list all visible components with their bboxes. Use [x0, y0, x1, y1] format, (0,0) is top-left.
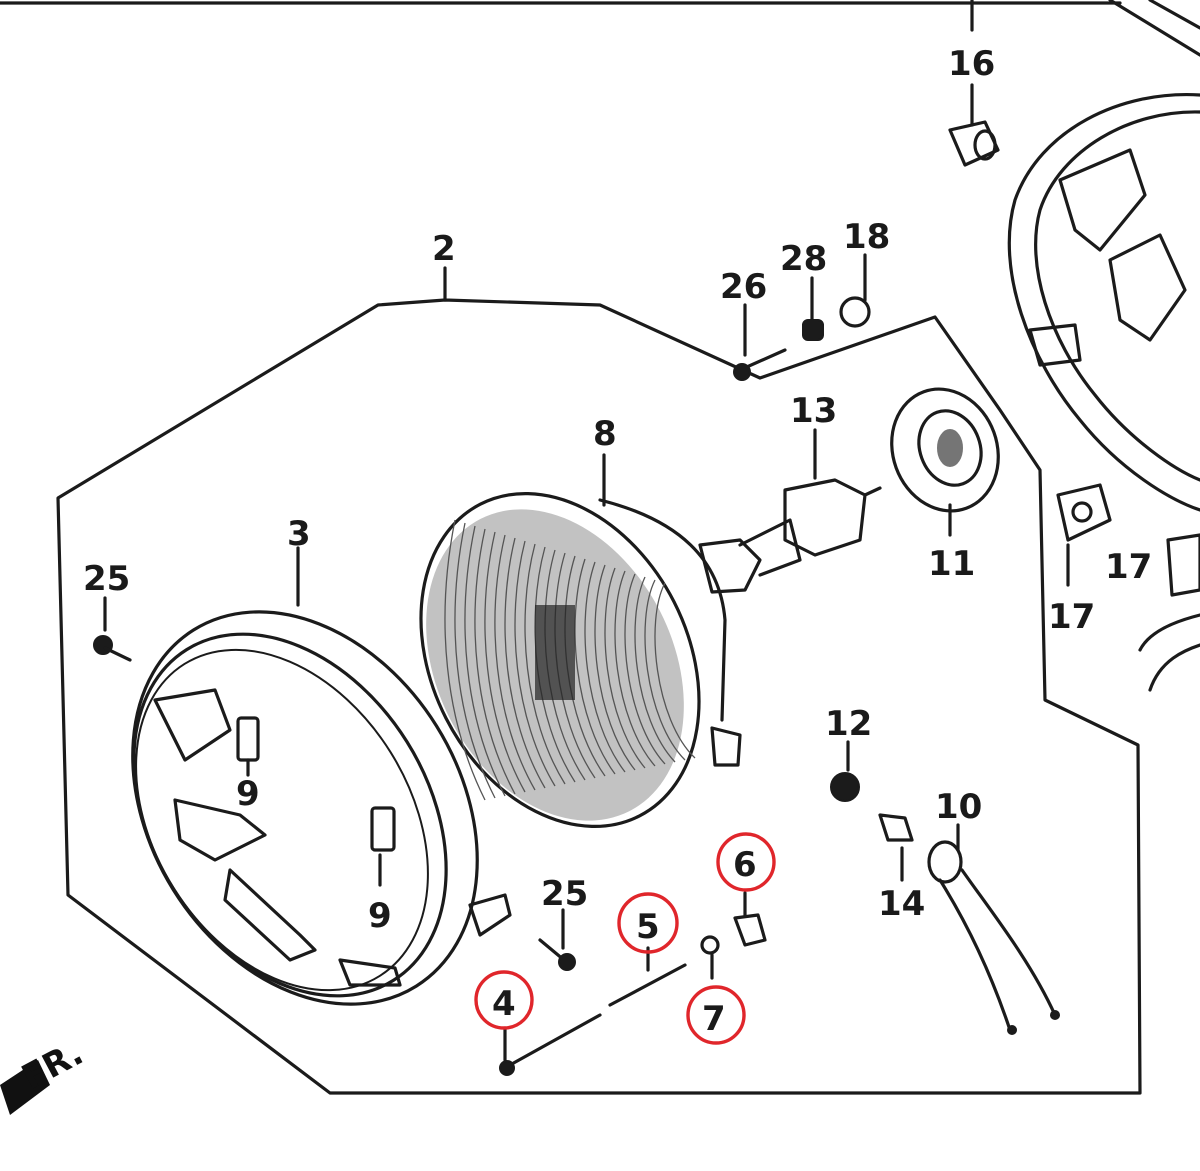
callout-2: 2 [432, 229, 456, 269]
lens-hatch-line [514, 540, 556, 787]
lens-hatch-line [504, 537, 546, 789]
position-bulb-14 [878, 813, 914, 882]
lens-hatch-line [584, 561, 626, 773]
grommets-17 [1056, 483, 1200, 692]
callout-14: 14 [878, 884, 925, 924]
front-direction-arrow: FR. [0, 1033, 90, 1115]
callout-11: 11 [928, 544, 975, 584]
headlight-lens [419, 453, 742, 829]
screw-26 [733, 303, 787, 381]
screw-25-lower [538, 908, 576, 971]
lens-hatch-line [574, 558, 616, 775]
callout-10: 10 [935, 787, 982, 827]
callout-25b: 25 [541, 874, 588, 914]
highlight-circle-7 [686, 985, 746, 1045]
lens-hatch-line [644, 579, 686, 761]
nut-6 [733, 891, 767, 947]
lens-hatch-line [474, 528, 516, 795]
callout-9a: 9 [236, 774, 260, 814]
headlight-rim [131, 546, 512, 1006]
kit-outline [56, 298, 1142, 1095]
highlight-circle-4 [474, 970, 534, 1030]
callout-17a: 17 [1048, 597, 1095, 637]
callout-9b: 9 [368, 896, 392, 936]
callout-25a: 25 [83, 559, 130, 599]
callout-13: 13 [790, 391, 837, 431]
nut-12 [830, 740, 860, 802]
callout-12: 12 [825, 704, 872, 744]
callout-26: 26 [720, 267, 767, 307]
lens-hatch-line [524, 543, 566, 785]
callout-6: 6 [733, 845, 757, 885]
lens-hatch-line [464, 525, 506, 797]
callout-18: 18 [843, 217, 890, 257]
highlight-circle-6 [716, 832, 776, 892]
callout-4: 4 [492, 984, 516, 1024]
highlight-circles [474, 832, 776, 1045]
headlight-case [1007, 0, 1200, 512]
callout-17b: 17 [1105, 547, 1152, 587]
lens-hatch-line [594, 564, 636, 771]
socket-cover [890, 387, 1000, 537]
harness-10 [927, 823, 1060, 1035]
callout-3: 3 [287, 514, 311, 554]
lens-hatch-line [624, 573, 666, 765]
screw-25-upper [93, 596, 132, 662]
callout-28: 28 [780, 239, 827, 279]
callout-5: 5 [636, 907, 660, 947]
lens-hatch-line [614, 570, 656, 767]
lens-hatch-line [604, 567, 646, 769]
washer-7 [700, 935, 720, 980]
lens-hatch-line [444, 519, 486, 801]
nut-18 [839, 253, 871, 328]
callout-7: 7 [702, 999, 726, 1039]
lens-hatch-line [454, 522, 496, 799]
callout-16: 16 [948, 44, 995, 84]
highlight-circle-5 [617, 892, 679, 954]
callout-8: 8 [593, 414, 617, 454]
spring-5 [608, 946, 687, 1007]
lens-hatch-line [494, 534, 536, 791]
lens-hatch-line [634, 576, 676, 763]
bulb [698, 428, 882, 594]
adjust-screw-4 [499, 1013, 602, 1076]
lens-hatch-line [654, 582, 696, 759]
lens-hatch-line [484, 531, 526, 793]
collar-16 [948, 0, 1000, 167]
callout-labels: 2 3 4 5 6 7 8 9 9 10 11 12 13 14 16 17 1… [83, 44, 1152, 1039]
nut-28 [802, 276, 824, 341]
